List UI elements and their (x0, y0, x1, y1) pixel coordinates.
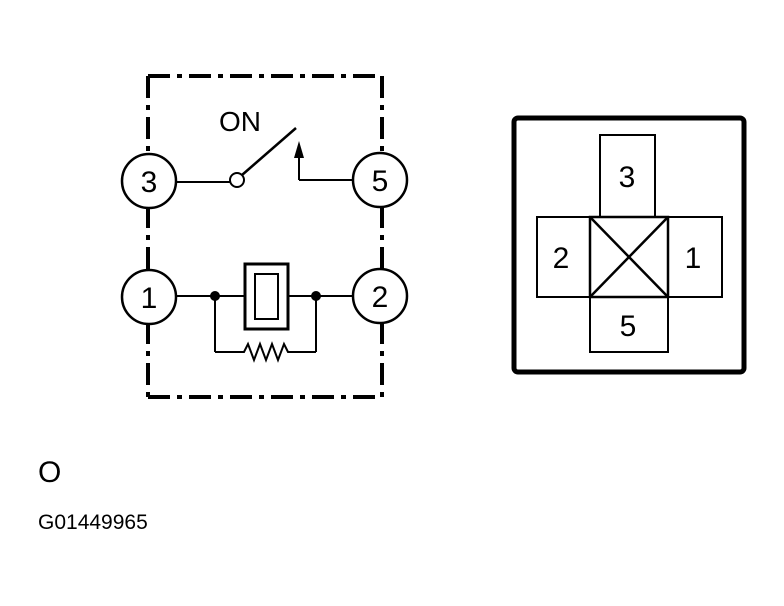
terminal-3-label: 3 (141, 166, 158, 199)
switch-pivot (229, 172, 245, 188)
switch-contact-arm (241, 127, 297, 176)
relay-schematic (120, 74, 409, 399)
relay-housing-outline (146, 74, 384, 399)
terminal-5-label: 5 (372, 165, 389, 198)
terminal-3-circle (120, 152, 178, 210)
terminal-1-label: 1 (141, 282, 158, 315)
pin-1-label: 1 (685, 242, 702, 275)
connector-housing (511, 115, 747, 375)
switch-contact-arrow (294, 141, 304, 158)
center-cavity (588, 215, 670, 299)
switch-circuit (176, 127, 353, 188)
pin-5-label: 5 (620, 310, 637, 343)
terminal-5-circle (351, 151, 409, 209)
pin-2-label: 2 (553, 242, 570, 275)
coil-circuit (176, 262, 353, 363)
connector-view (511, 115, 747, 375)
terminal-2-circle (351, 267, 409, 325)
terminal-1-circle (120, 268, 178, 326)
center-cross-b (589, 216, 669, 298)
pin-3-label: 3 (619, 161, 636, 194)
terminal-2-label: 2 (372, 281, 389, 314)
switch-on-label: ON (219, 106, 261, 137)
figure-code: G01449965 (38, 511, 148, 534)
resistor (215, 341, 316, 363)
figure-letter: O (38, 456, 62, 489)
